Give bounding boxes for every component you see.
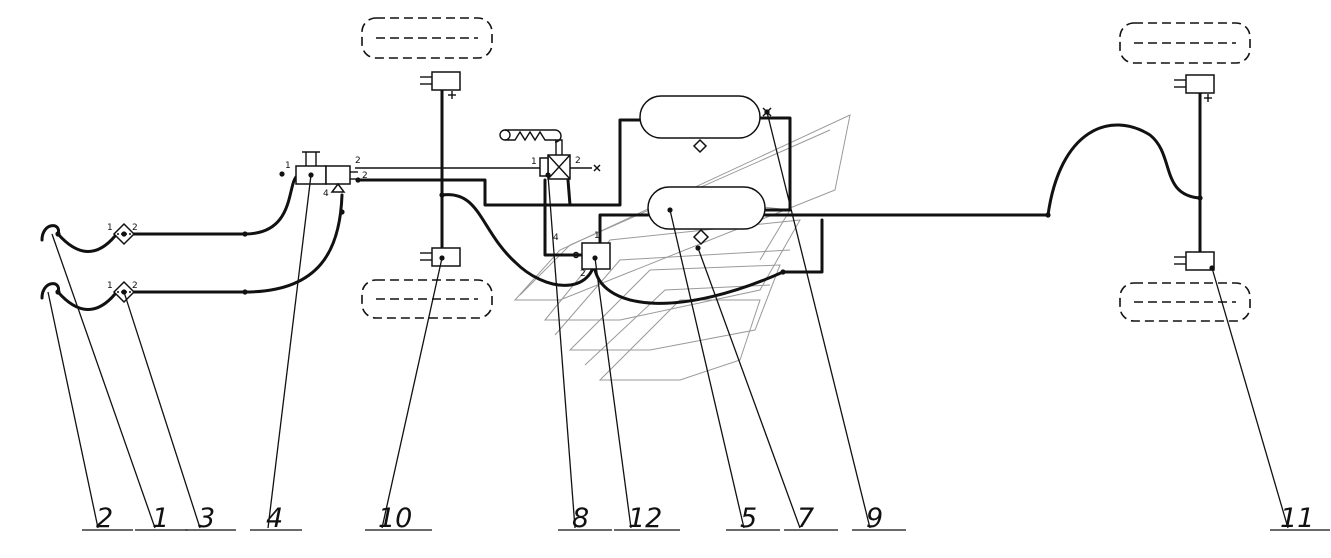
callout-3: 3: [198, 503, 215, 534]
junctions: [55, 109, 1215, 295]
callout-11: 11: [1280, 503, 1314, 534]
air-receiver-lower: [647, 186, 766, 230]
wheel-front-left-top: [361, 17, 493, 59]
filter-top-port-2: 2: [132, 223, 138, 233]
callout-numbers: 2 1 3 4 10 8 12 5 7 9 11: [96, 503, 1314, 534]
valve4-port-1: 1: [285, 161, 291, 171]
valve8-port-4: 4: [553, 233, 559, 243]
valve4-port-2a: 2: [355, 156, 361, 166]
brake-chamber-10: [420, 71, 461, 267]
thin-lines: [355, 165, 546, 169]
valve8-port-1: 1: [531, 157, 537, 167]
callout-9: 9: [866, 503, 883, 534]
callout-2: 2: [96, 503, 113, 534]
valve4-port-4: 4: [323, 189, 329, 199]
wheel-front-left-bottom: [361, 279, 493, 319]
callout-12: 12: [628, 503, 662, 534]
callout-8: 8: [572, 503, 589, 534]
filter-bottom-port-2: 2: [132, 281, 138, 291]
callout-10: 10: [378, 503, 412, 534]
coupling-bottom: [40, 282, 60, 300]
callout-5: 5: [740, 503, 757, 534]
valve4-port-2b: 2: [362, 171, 368, 181]
air-receivers-5: [639, 95, 766, 246]
valve8-port-2: 2: [575, 156, 581, 166]
valve12-port-2: 2: [580, 269, 586, 279]
valve12-port-1: 1: [594, 231, 600, 241]
air-receiver-upper: [639, 95, 761, 139]
filter-top: 1 2: [107, 222, 138, 246]
callout-4: 4: [266, 503, 283, 534]
control-valve-4: 1 2 2 4: [285, 151, 368, 199]
wheels: [361, 17, 1251, 322]
callout-1: 1: [152, 503, 169, 534]
couplings: [40, 224, 60, 300]
coupling-top: [40, 224, 60, 242]
leader-lines: [47, 111, 1289, 529]
relay-valve-8: 1 2 4: [499, 129, 601, 243]
filter-top-port-1: 1: [107, 223, 113, 233]
wheel-rear-top: [1119, 22, 1251, 64]
pipelines: [56, 88, 1202, 311]
wheel-rear-bottom: [1119, 282, 1251, 322]
filter-bottom-port-1: 1: [107, 281, 113, 291]
brake-chamber-11: [1174, 74, 1215, 271]
callout-7: 7: [797, 503, 814, 534]
filters: 1 2 1 2: [107, 222, 138, 304]
